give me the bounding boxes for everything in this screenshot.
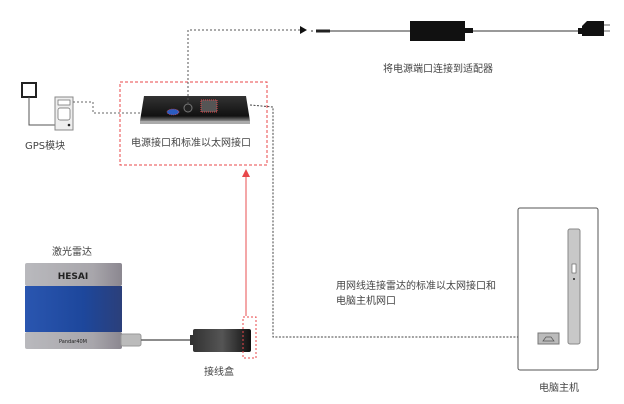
interface-label: 电源接口和标准以太网接口 bbox=[131, 138, 251, 149]
power-adapter bbox=[311, 21, 610, 41]
computer-label: 电脑主机 bbox=[539, 383, 579, 394]
cable-note-line2: 电脑主机网口 bbox=[336, 296, 396, 307]
network-port-icon bbox=[537, 332, 560, 345]
gps-module bbox=[21, 82, 74, 131]
power-cable bbox=[187, 29, 300, 104]
junction-box bbox=[190, 329, 251, 352]
junction-highlight bbox=[242, 316, 257, 359]
arrow-icon bbox=[300, 26, 307, 34]
junction-box-label: 接线盒 bbox=[204, 367, 234, 378]
gps-cable bbox=[73, 101, 165, 114]
interface-device bbox=[140, 96, 250, 124]
lidar-label: 激光雷达 bbox=[52, 247, 92, 258]
gps-antenna-icon bbox=[21, 82, 37, 98]
adapter-label: 将电源端口连接到适配器 bbox=[383, 64, 493, 75]
gps-label: GPS模块 bbox=[25, 141, 66, 152]
lidar: HESAI Pandar40M bbox=[25, 263, 191, 349]
arrow-icon bbox=[242, 169, 250, 177]
ethernet-cable bbox=[249, 104, 530, 338]
lidar-model: Pandar40M bbox=[59, 339, 87, 345]
cable-note-line1: 用网线连接雷达的标准以太网接口和 bbox=[336, 281, 496, 292]
computer-host bbox=[517, 207, 599, 371]
lidar-brand: HESAI bbox=[58, 272, 88, 282]
